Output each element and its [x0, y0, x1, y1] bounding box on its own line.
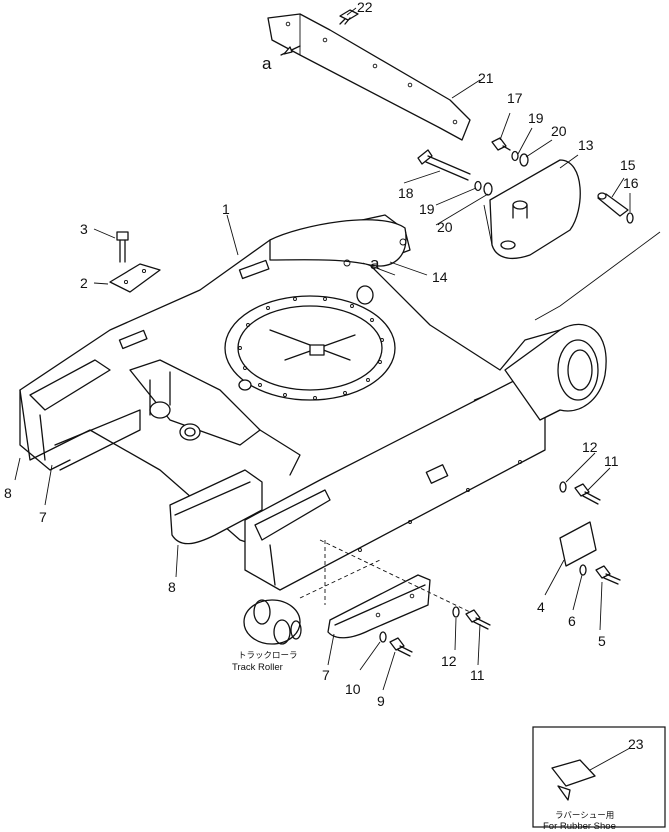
washer-6 — [579, 564, 587, 576]
washer-12-upper — [559, 481, 567, 493]
bolt-11-upper — [574, 483, 601, 505]
bolt-17 — [491, 137, 511, 151]
track-roller-label-en: Track Roller — [232, 662, 283, 673]
reference-a-mid: a — [370, 254, 380, 273]
callout-8-middle: 8 — [168, 579, 176, 595]
callout-17: 17 — [507, 90, 523, 106]
callout-19-upper: 19 — [528, 110, 544, 126]
callout-12-lower: 12 — [441, 653, 457, 669]
callout-20-lower: 20 — [437, 219, 453, 235]
washer-12-lower — [452, 606, 460, 618]
callout-12-upper: 12 — [582, 439, 598, 455]
callout-18: 18 — [398, 185, 414, 201]
callout-19-lower: 19 — [419, 201, 435, 217]
callout-7-left: 7 — [39, 509, 47, 525]
bolt-9 — [389, 637, 413, 657]
swing-circle-bolt-holes — [238, 297, 384, 400]
guard-plate-21 — [267, 13, 471, 141]
pin-15 — [597, 192, 629, 217]
callout-9: 9 — [377, 693, 385, 709]
rubber-shoe-label-en: For Rubber Shoe — [543, 821, 616, 832]
callout-6: 6 — [568, 613, 576, 629]
callout-11-lower: 11 — [470, 667, 485, 683]
bolt-18 — [417, 149, 471, 181]
plate-4 — [559, 521, 597, 567]
shoe-guard-7 — [327, 574, 431, 639]
callout-8-left: 8 — [4, 485, 12, 501]
bolt-11-lower — [465, 609, 491, 630]
washers-19-20 — [474, 150, 529, 196]
callout-1: 1 — [222, 201, 230, 217]
reference-a-top: a — [262, 54, 272, 73]
callout-2: 2 — [80, 275, 88, 291]
shoe-guard-8 — [169, 469, 263, 545]
washer-10 — [379, 631, 387, 643]
callout-5: 5 — [598, 633, 606, 649]
callout-22: 22 — [357, 0, 373, 15]
callout-4: 4 — [537, 599, 545, 615]
callout-13: 13 — [578, 137, 594, 153]
callout-15: 15 — [620, 157, 636, 173]
track-roller-label-jp: トラックローラ — [238, 651, 298, 661]
inset-box-23 — [532, 726, 666, 828]
bolt-22 — [339, 9, 359, 25]
callout-numbers: 1 2 3 4 5 6 7 7 8 8 9 10 11 11 12 12 13 … — [4, 0, 644, 832]
track-roller — [243, 599, 302, 645]
callout-10: 10 — [345, 681, 361, 697]
callout-11-upper: 11 — [604, 453, 619, 469]
callout-3: 3 — [80, 221, 88, 237]
plate-2 — [109, 263, 161, 293]
washer-16 — [626, 212, 634, 224]
callout-20-upper: 20 — [551, 123, 567, 139]
callout-16: 16 — [623, 175, 639, 191]
bolt-5 — [595, 565, 621, 585]
bolt-3 — [116, 231, 129, 263]
idler-cover-13 — [483, 159, 581, 259]
leader-lines — [14, 7, 631, 771]
callout-7-right: 7 — [322, 667, 330, 683]
callout-21: 21 — [478, 70, 494, 86]
track-frame-1 — [19, 214, 661, 591]
callout-14: 14 — [432, 269, 448, 285]
callout-23: 23 — [628, 736, 644, 752]
rubber-shoe-label-jp: ラバーシュー用 — [555, 811, 614, 821]
